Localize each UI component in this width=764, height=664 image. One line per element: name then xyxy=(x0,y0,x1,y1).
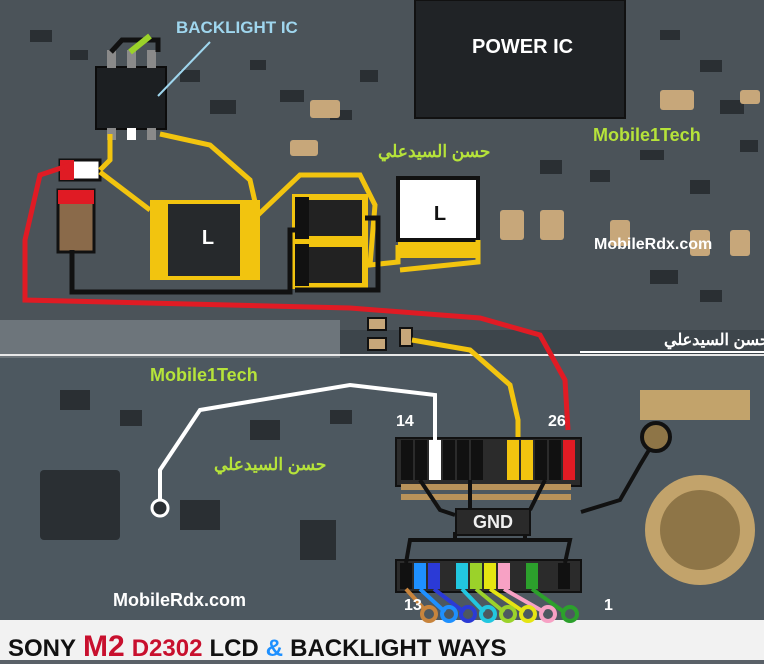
pad-strip xyxy=(640,390,750,420)
backlight-ic-green-trace xyxy=(128,33,152,55)
small-resistor xyxy=(367,317,387,331)
inductor-right-label: L xyxy=(433,203,447,225)
capacitors-upper xyxy=(290,90,760,256)
connector-pin-1: 1 xyxy=(604,597,613,614)
lower-board-region xyxy=(0,355,764,630)
yellow-trace-fuse-to-inductor xyxy=(98,170,152,212)
backlight-ic-top-trace xyxy=(109,37,161,54)
divider-strip xyxy=(0,320,340,358)
connector-pin-13: 13 xyxy=(404,597,422,614)
arabic-watermark-top: حسن السيدعلي xyxy=(378,142,491,161)
arabic-watermark-mid: حسن السيدعلي xyxy=(214,455,327,474)
backlight-ic-pin xyxy=(147,50,156,68)
yellow-trace-ic-to-inductor xyxy=(159,131,261,216)
white-trace-test-point xyxy=(158,382,437,500)
connector-pins-top xyxy=(401,440,575,480)
arabic-watermark-right: حسن السيدعلي xyxy=(664,332,764,349)
backlight-ic-pin xyxy=(147,128,156,140)
mounting-pad-inner xyxy=(660,490,740,570)
footer-model-short: M2 xyxy=(83,630,125,663)
yellow-trace-to-diodes xyxy=(256,172,401,268)
power-ic-label: POWER IC xyxy=(472,36,574,58)
black-trace-diodes xyxy=(295,215,381,293)
black-trace-ground-pad xyxy=(580,443,654,514)
site-watermark-bottom: MobileRdx.com xyxy=(113,590,247,610)
yellow-trace-to-connector xyxy=(411,337,521,440)
connector-gold-contacts xyxy=(401,484,571,500)
footer-lcd: LCD xyxy=(209,635,259,662)
yellow-trace-ic-to-fuse xyxy=(98,134,113,172)
inductor-right-body xyxy=(396,176,480,242)
watermark-mid: Mobile1Tech xyxy=(150,365,258,385)
capacitor-left-top xyxy=(58,190,94,204)
inductor-left-body xyxy=(168,204,240,276)
smd-components-lower xyxy=(40,390,352,560)
backlight-ic-chip xyxy=(95,66,167,130)
footer-backlight: BACKLIGHT WAYS xyxy=(290,635,507,662)
white-test-point xyxy=(150,498,170,518)
connector-pins-bottom xyxy=(400,563,570,589)
backlight-ic-pin xyxy=(127,50,136,68)
red-trace-backlight-power xyxy=(22,162,571,431)
connector-pin-26: 26 xyxy=(548,413,566,430)
footer-strip xyxy=(0,620,764,660)
footer-brand: SONY xyxy=(8,635,77,662)
backlight-ic-pin xyxy=(107,50,116,68)
backlight-ic-pointer xyxy=(157,41,211,97)
small-resistor xyxy=(367,337,387,351)
yellow-trace-inductor-right xyxy=(399,240,481,273)
footer-ampersand: & xyxy=(265,635,284,662)
probe-rings-bottom xyxy=(420,605,579,623)
diode-upper-cathode xyxy=(295,197,309,239)
ground-test-point xyxy=(640,421,672,453)
site-watermark-top: MobileRdx.com xyxy=(594,236,713,253)
black-trace-ground-loop xyxy=(69,227,300,295)
footer-model-code: D2302 xyxy=(131,635,203,662)
small-resistor xyxy=(399,327,413,347)
inductor-left-label: L xyxy=(201,227,215,249)
diode-lower-cathode xyxy=(295,244,309,286)
smd-components-upper xyxy=(30,30,758,302)
gnd-trace-top xyxy=(418,478,547,517)
signal-traces-bottom xyxy=(404,587,566,614)
backlight-ic-pin xyxy=(127,128,136,140)
watermark-top: Mobile1Tech xyxy=(593,125,701,145)
power-ic-chip xyxy=(414,0,626,119)
connector-pin-14: 14 xyxy=(396,413,414,430)
gnd-label: GND xyxy=(455,508,531,536)
backlight-ic-label: BACKLIGHT IC xyxy=(176,18,298,37)
